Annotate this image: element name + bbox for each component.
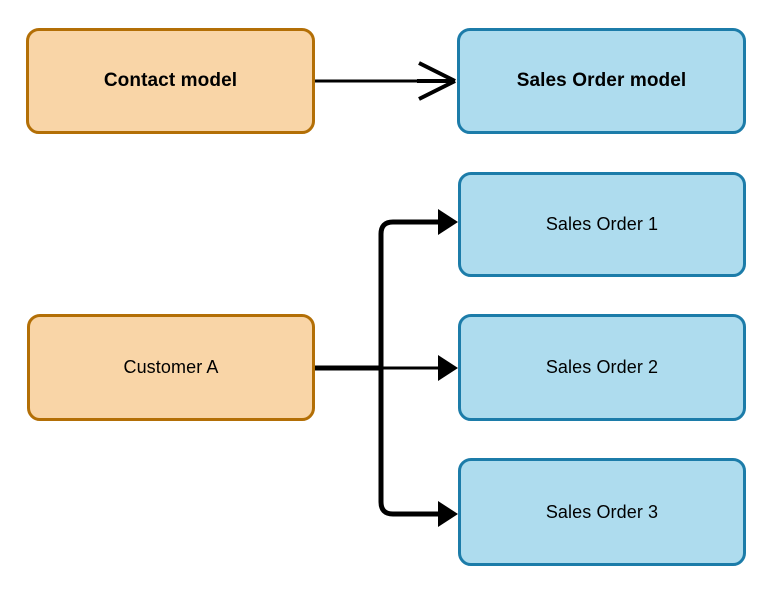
node-sales-order-2-label: Sales Order 2 — [545, 357, 659, 378]
node-customer-a[interactable]: Customer A — [27, 314, 315, 421]
edge-customer-a-to-sales-order-2 — [381, 355, 458, 381]
node-contact-model-label: Contact model — [103, 70, 238, 92]
node-sales-order-1-label: Sales Order 1 — [545, 214, 659, 235]
node-customer-a-label: Customer A — [123, 357, 219, 378]
node-sales-order-model[interactable]: Sales Order model — [457, 28, 746, 134]
node-sales-order-3[interactable]: Sales Order 3 — [458, 458, 746, 566]
node-contact-model[interactable]: Contact model — [26, 28, 315, 134]
node-sales-order-3-label: Sales Order 3 — [545, 501, 659, 522]
node-sales-order-1[interactable]: Sales Order 1 — [458, 172, 746, 277]
edge-contact-to-sales-order-model — [315, 61, 456, 101]
edge-customer-a-to-sales-order-1 — [378, 209, 458, 368]
node-sales-order-model-label: Sales Order model — [516, 70, 687, 92]
edge-customer-a-to-sales-order-3 — [378, 368, 458, 527]
node-sales-order-2[interactable]: Sales Order 2 — [458, 314, 746, 421]
